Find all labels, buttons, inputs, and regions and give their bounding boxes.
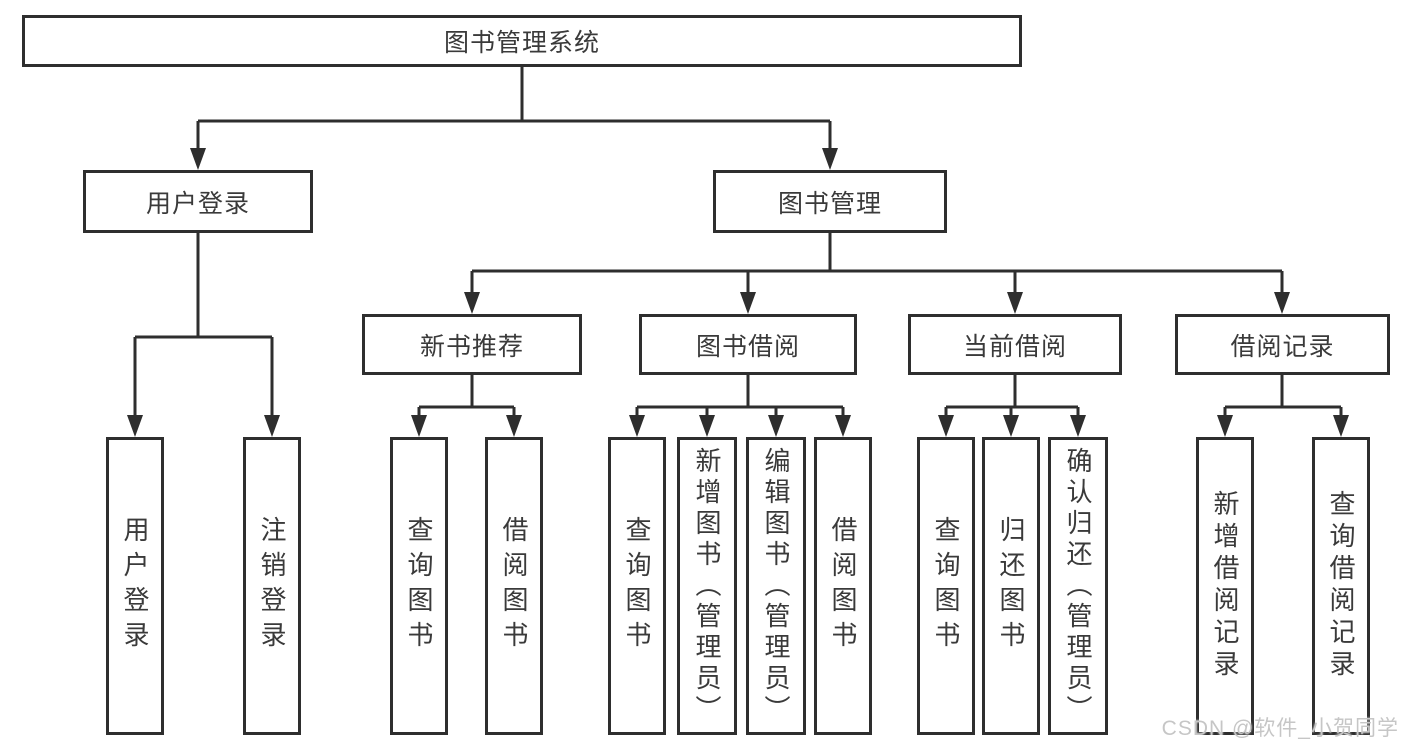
leaf-label: 查询图书 — [622, 516, 652, 656]
leaf-add-book-admin: 新增图书（管理员） — [677, 437, 737, 735]
node-label: 当前借阅 — [962, 332, 1067, 361]
node-label: 图书借阅 — [695, 332, 800, 361]
leaf-add-borrow-record: 新增借阅记录 — [1196, 437, 1254, 735]
leaf-label: 用户登录 — [120, 516, 150, 656]
leaf-label: 借阅图书 — [828, 516, 858, 656]
leaf-query-books-borrowing: 查询图书 — [608, 437, 666, 735]
node-label: 新书推荐 — [419, 332, 524, 361]
tree-edges — [133, 67, 1343, 416]
leaf-label: 新增借阅记录 — [1210, 490, 1240, 682]
leaf-borrow-books-recommend: 借阅图书 — [485, 437, 543, 735]
node-book-borrowing: 图书借阅 — [639, 314, 857, 375]
node-library-management-system: 图书管理系统 — [22, 15, 1022, 67]
leaf-label: 注销登录 — [257, 516, 287, 656]
leaf-label: 查询图书 — [404, 516, 434, 656]
leaf-query-books-current: 查询图书 — [917, 437, 975, 735]
leaf-label: 编辑图书（管理员） — [761, 446, 791, 726]
leaf-label: 借阅图书 — [499, 516, 529, 656]
leaf-label: 归还图书 — [996, 516, 1026, 656]
leaf-borrow-books-borrowing: 借阅图书 — [814, 437, 872, 735]
leaf-return-book: 归还图书 — [982, 437, 1040, 735]
node-new-book-recommendation: 新书推荐 — [362, 314, 582, 375]
node-borrowing-records: 借阅记录 — [1175, 314, 1390, 375]
node-user-login: 用户登录 — [83, 170, 313, 233]
node-current-borrowing: 当前借阅 — [908, 314, 1122, 375]
node-label: 图书管理 — [777, 189, 882, 218]
leaf-label: 新增图书（管理员） — [692, 446, 722, 726]
node-label: 借阅记录 — [1230, 332, 1335, 361]
leaf-label: 查询图书 — [931, 516, 961, 656]
leaf-query-books-recommend: 查询图书 — [390, 437, 448, 735]
leaf-logout: 注销登录 — [243, 437, 301, 735]
leaf-confirm-return-admin: 确认归还（管理员） — [1048, 437, 1108, 735]
leaf-edit-book-admin: 编辑图书（管理员） — [746, 437, 806, 735]
csdn-watermark: CSDN @软件_小贺同学 — [1161, 717, 1399, 740]
node-label: 图书管理系统 — [443, 29, 600, 57]
node-book-management: 图书管理 — [713, 170, 947, 233]
node-label: 用户登录 — [145, 189, 250, 218]
leaf-query-borrow-record: 查询借阅记录 — [1312, 437, 1370, 735]
leaf-user-login: 用户登录 — [106, 437, 164, 735]
leaf-label: 确认归还（管理员） — [1063, 446, 1093, 726]
leaf-label: 查询借阅记录 — [1326, 490, 1356, 682]
